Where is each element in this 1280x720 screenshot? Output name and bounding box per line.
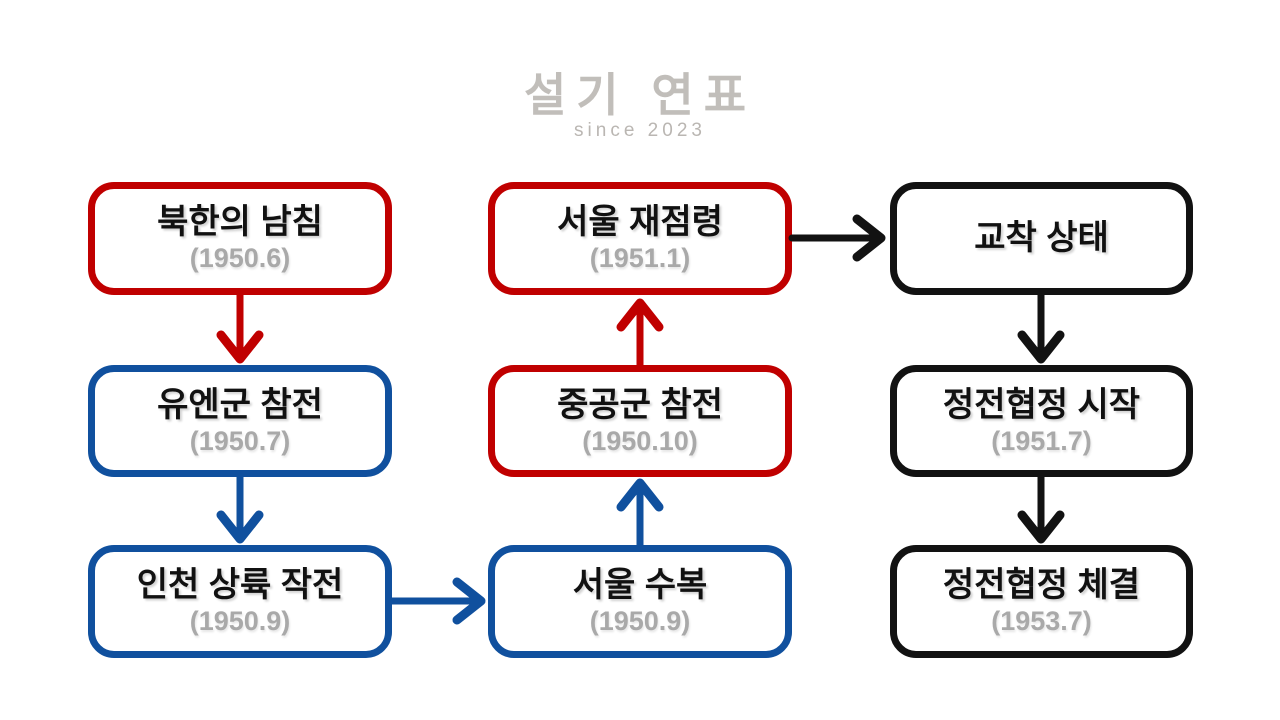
flow-box-incheon-landing: 인천 상륙 작전 (1950.9) — [88, 545, 392, 658]
flow-box-stalemate: 교착 상태 — [890, 182, 1193, 295]
flow-box-seoul-reoccupation: 서울 재점령 (1951.1) — [488, 182, 792, 295]
flow-box-title: 인천 상륙 작전 — [136, 566, 344, 605]
flow-box-date: (1950.6) — [189, 243, 291, 274]
flow-box-title: 서울 재점령 — [557, 203, 723, 242]
flow-box-title: 북한의 남침 — [157, 203, 323, 242]
arrow-chinese-to-reoccupation — [616, 298, 664, 369]
flow-box-armistice-talks-begin: 정전협정 시작 (1951.7) — [890, 365, 1193, 477]
flow-box-chinese-forces-entry: 중공군 참전 (1950.10) — [488, 365, 792, 477]
arrow-invasion-to-un — [216, 291, 264, 364]
arrow-incheon-to-seoul-recapture — [388, 577, 486, 625]
flow-box-date: (1953.7) — [991, 606, 1092, 637]
watermark: 설기 연표 since 2023 — [0, 72, 1280, 142]
flow-box-date: (1950.7) — [189, 425, 291, 456]
flow-box-date: (1951.1) — [589, 243, 691, 274]
flow-box-date: (1951.7) — [991, 425, 1092, 456]
flow-box-title: 중공군 참전 — [557, 385, 723, 424]
flow-box-date: (1950.10) — [582, 425, 698, 456]
flow-box-date: (1950.9) — [589, 606, 691, 637]
arrow-stalemate-to-talks — [1017, 291, 1065, 364]
arrow-talks-to-signed — [1017, 473, 1065, 544]
watermark-title: 설기 연표 — [523, 69, 757, 121]
flow-box-seoul-recapture: 서울 수복 (1950.9) — [488, 545, 792, 658]
arrow-reoccupation-to-stalemate — [788, 214, 886, 262]
flow-box-title: 정전협정 체결 — [942, 566, 1141, 605]
watermark-subtitle: since 2023 — [574, 120, 706, 141]
arrow-seoul-recapture-to-chinese — [616, 478, 664, 549]
flow-box-title: 서울 수복 — [572, 566, 708, 605]
flow-box-title: 교착 상태 — [974, 218, 1109, 257]
flow-box-title: 정전협정 시작 — [942, 385, 1141, 424]
arrow-un-to-incheon — [216, 473, 264, 544]
flow-box-north-invasion: 북한의 남침 (1950.6) — [88, 182, 392, 295]
flow-box-date: (1950.9) — [189, 606, 291, 637]
flow-box-un-forces-entry: 유엔군 참전 (1950.7) — [88, 365, 392, 477]
flow-box-armistice-signed: 정전협정 체결 (1953.7) — [890, 545, 1193, 658]
flow-box-title: 유엔군 참전 — [157, 385, 323, 424]
